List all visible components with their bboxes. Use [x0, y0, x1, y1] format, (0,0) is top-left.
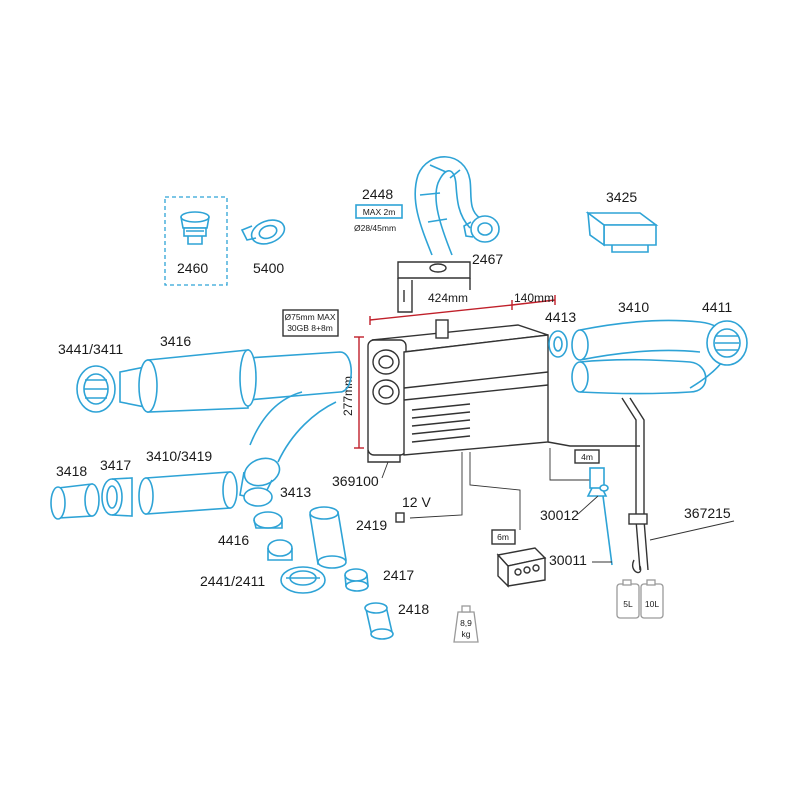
label-5400: 5400 — [253, 260, 284, 276]
duct-note: Ø75mm MAX 30GB 8+8m — [282, 309, 339, 337]
part-4411: 4411 — [702, 299, 748, 366]
label-4416: 4416 — [218, 532, 249, 548]
part-2418: 2418 — [364, 601, 429, 640]
part-30012-pump: 30012 — [540, 467, 609, 523]
part-4416: 4416 — [218, 511, 293, 561]
note-cable-length: 6m — [497, 532, 509, 542]
tank-small-label: 5L — [623, 599, 633, 609]
label-3410-right: 3410 — [618, 299, 649, 315]
weight-unit: kg — [462, 629, 471, 639]
part-3410-3419: 3410/3419 — [138, 448, 238, 515]
label-3416: 3416 — [160, 333, 191, 349]
part-3413-elbow: 3413 — [239, 391, 337, 507]
label-2417: 2417 — [383, 567, 414, 583]
fuel-tanks: 5L 10L — [616, 579, 664, 619]
part-3417: 3417 — [100, 457, 133, 517]
dim-length: 424mm — [428, 291, 468, 305]
label-3425: 3425 — [606, 189, 637, 205]
dim-width: 140mm — [514, 291, 554, 305]
label-369100: 369100 — [332, 473, 379, 489]
label-3410-3419: 3410/3419 — [146, 448, 212, 464]
label-2418: 2418 — [398, 601, 429, 617]
heater-unit: 369100 — [332, 319, 640, 489]
label-30012: 30012 — [540, 507, 579, 523]
label-3418: 3418 — [56, 463, 87, 479]
label-367215: 367215 — [684, 505, 731, 521]
part-2417: 2417 — [344, 567, 414, 592]
label-3417: 3417 — [100, 457, 131, 473]
label-30011: 30011 — [549, 552, 587, 568]
label-2460: 2460 — [177, 260, 208, 276]
mounting-bracket — [397, 261, 471, 313]
note-duct-max: Ø75mm MAX — [284, 312, 335, 322]
part-2460: 2460 — [164, 196, 228, 286]
part-3425: 3425 — [585, 189, 659, 253]
weight-value: 8,9 — [460, 618, 472, 628]
note-duct-config: 30GB 8+8m — [287, 323, 333, 333]
part-5400: 5400 — [240, 219, 286, 276]
part-3441-3411: 3441/3411 — [58, 341, 123, 413]
fuel-line: 4m — [549, 448, 600, 481]
label-4411: 4411 — [702, 299, 732, 315]
part-4413: 4413 — [545, 309, 576, 358]
label-3441-3411: 3441/3411 — [58, 341, 123, 357]
part-2419: 2419 — [309, 506, 387, 569]
label-2441-2411: 2441/2411 — [200, 573, 265, 589]
note-fuel-line-length: 4m — [581, 452, 593, 462]
weight-icon: 8,9 kg — [453, 605, 479, 643]
control-panel — [496, 547, 547, 588]
note-voltage: 12 V — [402, 494, 431, 510]
label-4413: 4413 — [545, 309, 576, 325]
control-cable: 6m — [469, 452, 521, 545]
label-2467: 2467 — [472, 251, 503, 267]
tank-large-label: 10L — [645, 599, 659, 609]
heater-vents — [411, 403, 471, 443]
dim-height: 277mm — [341, 376, 355, 416]
note-exhaust-max: MAX 2m — [363, 207, 396, 217]
part-2448-exhaust-hose: MAX 2m Ø28/45mm 2448 — [354, 156, 481, 256]
label-3413: 3413 — [280, 484, 311, 500]
label-2448: 2448 — [362, 186, 393, 202]
note-exhaust-diameter: Ø28/45mm — [354, 223, 396, 233]
part-3410-right: 3410 — [571, 299, 730, 395]
part-367215-fuel-pickup: 367215 — [621, 397, 735, 574]
part-3416: 3416 — [119, 333, 352, 413]
dimensions: 424mm 140mm 277mm — [341, 291, 556, 449]
part-2441-2411: 2441/2411 — [200, 566, 326, 594]
part-30011-fuel-hose: 30011 — [549, 495, 613, 568]
part-2467: 2467 — [463, 215, 503, 267]
label-2419: 2419 — [356, 517, 387, 533]
power-cable: 12 V — [395, 452, 463, 523]
part-3418: 3418 — [50, 463, 100, 520]
